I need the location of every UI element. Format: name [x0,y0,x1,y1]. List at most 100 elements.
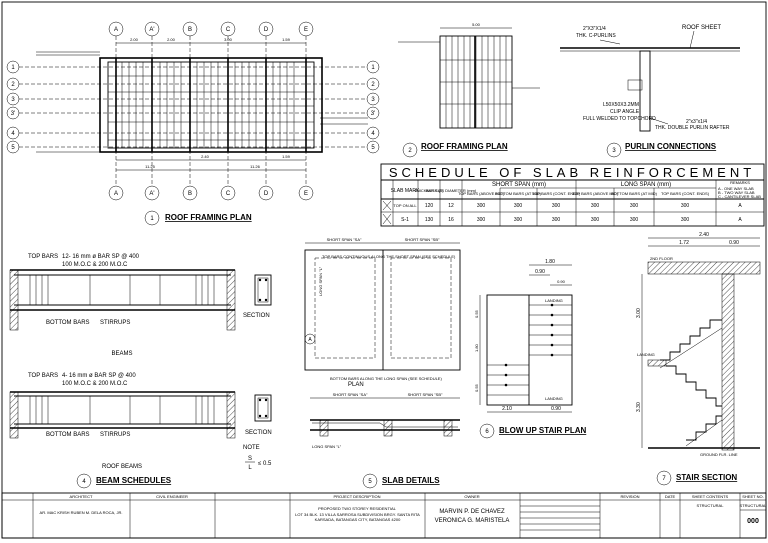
grid-bubbles-left: 1 2 3 3' 4 5 [6,60,20,154]
stair-label: LANDING [545,298,563,303]
dimension-value: 0.55 [474,383,479,392]
grid-label: B [188,27,192,33]
grid-label: 2 [371,82,375,88]
grid-label: E [304,27,308,33]
purlin-connections-detail: ROOF SHEET 2"X3"X1/4 THK. C-PURLINS L50X… [560,25,740,158]
title-block-header: SHEET NO. [742,494,764,499]
architect-name: AR. MAC KRISH RUBEN M. DELA ROCA, JR. [40,510,123,515]
sheet-number: 000 [747,518,759,525]
beam-label: 100 M.O.C & 200 M.O.C [62,262,128,268]
beam-label: TOP BARS [28,254,58,260]
grid-label: 3' [371,111,375,117]
beam-label: BEAMS [111,351,132,357]
title-block-header: PROJECT DESCRIPTION [333,494,380,499]
table-cell: 300 [630,217,639,223]
purlin-label: ROOF SHEET [682,25,721,31]
grid-label: D [264,27,269,33]
table-cell: 300 [681,203,690,209]
grid-label: C [226,191,231,197]
column-section [226,391,236,439]
sheet-type: STRUCTURAL [740,503,768,508]
title-block: ARCHITECT AR. MAC KRISH RUBEN M. DELA RO… [1,492,768,539]
callout-leaders [36,51,368,153]
slab-marker: A [308,337,312,343]
slab-plan-label: PLAN [348,382,364,388]
purlin-label: 2"x3"x1/4 [686,119,707,125]
table-cell: 300 [477,203,486,209]
grid-bubbles-top: A A' B C D E [108,21,314,37]
table-cell: 300 [552,203,561,209]
table-cell: 300 [552,217,561,223]
roof-framing-plan-main: A A' B C D E A A' B C D E 1 2 3 3' 4 5 1 [6,21,380,226]
table-cell: 300 [591,203,600,209]
title-block-header: DATE [665,494,676,499]
note-label: NOTE [243,445,260,451]
blow-up-stair-plan: LANDING LANDING 1.80 0.90 0.90 2.10 0.90… [474,259,586,439]
detail-number: 2 [408,148,412,154]
section-label: SECTION [243,313,270,319]
grid-label: E [304,191,308,197]
stair-flight-upper [660,319,722,361]
schedule-header: BAR SIZE DIAMETER (mm) [426,188,477,193]
grid-label: A' [149,27,154,33]
stair-nosings [504,303,554,387]
column-section [9,269,19,331]
beam-section [254,274,272,306]
grid-label: 1 [11,65,15,71]
detail-number: 5 [368,479,372,485]
schedule-header: LONG SPAN (mm) [621,182,671,188]
purlin-label: FULL WELDED TO TOPCHORD [583,116,656,122]
rafters [115,58,307,152]
drawing-title: ROOF FRAMING PLAN [165,213,252,222]
slab-label: TOP BARS CONTINUOUS ALONG THE SHORT SPAN… [322,254,456,259]
schedule-subheader: TOP BARS (ABOVE MID) [572,191,619,196]
slab-label: SHORT SPAN "SA" [333,392,368,397]
callout-leaders [398,41,540,89]
table-cell: 16 [448,217,454,223]
table-row: S-1 130 16 300 300 300 300 300 300 A [382,213,742,225]
table-cell: 300 [514,203,523,209]
beam-label: 12- 16 mm ø BAR SP @ 400 [62,254,140,260]
wall-section [721,273,735,451]
title-block-header: SHEET CONTENTS [692,494,729,499]
clip-angle [627,79,643,91]
column-section [9,391,19,439]
table-cell: TOP ON ALL [393,203,417,208]
dimension-value: 2.40 [699,232,709,238]
schedule-columns [392,180,717,226]
table-cell: A [738,217,742,223]
schedule-header: REMARKS [730,180,750,185]
grid-label: 4 [371,131,375,137]
sheet-contents: STRUCTURAL [697,503,725,508]
dimension-value: 1.59 [282,154,291,159]
schedule-title: SCHEDULE OF SLAB REINFORCEMENT [389,165,755,180]
drawing-title: BLOW UP STAIR PLAN [499,426,586,435]
detail-number: 1 [150,216,154,222]
owner-name: VERONICA G. MARISTELA [435,518,510,524]
section-label: SECTION [245,430,272,436]
table-cell: 130 [425,217,434,223]
grid-label: B [188,191,192,197]
grid-label: 2 [11,82,15,88]
stair-section: 2ND FLOOR GROUND FLR. LINE LANDING 2.40 … [636,232,761,486]
dimension-value: 2.00 [167,37,176,42]
grid-label: 4 [11,131,15,137]
dimension-value: 0.90 [729,240,739,246]
dimension-value: 2.00 [130,37,139,42]
slab-plan-outline [304,249,461,371]
grid-label: D [264,191,269,197]
title-block-header: ARCHITECT [70,494,93,499]
grid-label: A [114,27,118,33]
purlins [108,62,314,148]
project-location: LOT 34 BLK. 13 VILLA SARROSA SUBDIVISION… [295,512,420,522]
stair-treads [487,304,572,396]
purlin-label: 2"X3"X1/4 [583,26,606,32]
table-cell: 300 [591,217,600,223]
table-cell: A [738,203,742,209]
stair-label: 2ND FLOOR [650,256,673,261]
drawing-title: ROOF FRAMING PLAN [421,142,508,151]
dimension-value: 3.00 [636,308,642,318]
schedule-remark: A - ONE WAY SLAB [718,186,754,191]
slab-reinforcement-schedule: SCHEDULE OF SLAB REINFORCEMENT SLAB MARK… [380,163,765,227]
dimension-value: 5.00 [472,22,481,27]
